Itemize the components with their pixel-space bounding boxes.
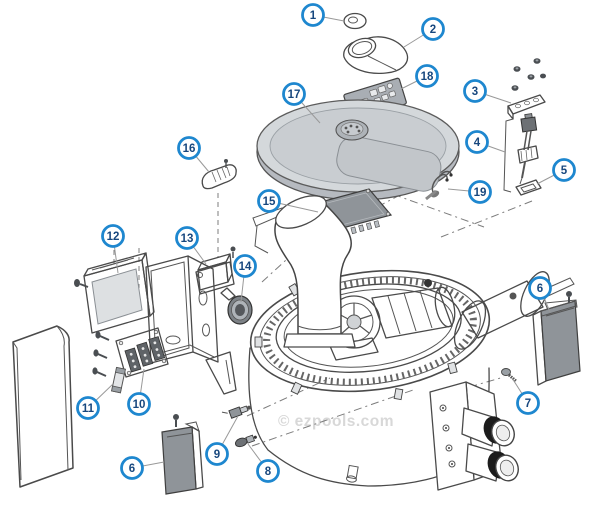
callout-11-fuse: 11	[76, 383, 114, 420]
handle-strap	[201, 159, 237, 190]
callout-4-igniter-assembly: 4	[465, 130, 506, 154]
callout-balloon	[552, 158, 576, 182]
callout-16-handle-strap: 16	[177, 136, 210, 173]
large-side-panel	[12, 325, 74, 488]
callout-19-wire-harness: 19	[447, 180, 492, 204]
heater-tank-body	[248, 269, 578, 491]
callout-number: 13	[181, 233, 194, 245]
callout-balloon	[120, 456, 144, 480]
top-lid	[256, 99, 460, 201]
sensor-upper	[221, 405, 252, 419]
callout-number: 3	[472, 86, 478, 98]
callout-number: 10	[133, 399, 146, 411]
callout-17-top-lid: 17	[282, 82, 321, 124]
callout-number: 6	[537, 283, 543, 295]
callout-12-control-panel: 12	[101, 224, 125, 274]
callout-balloon	[257, 189, 281, 213]
callout-number: 11	[82, 403, 95, 415]
igniter-gasket-plate	[515, 179, 542, 196]
callout-6-side-panel-left: 6	[120, 456, 165, 480]
callout-balloon	[516, 391, 540, 415]
callout-balloon	[528, 276, 552, 300]
callout-number: 2	[430, 24, 436, 36]
callout-number: 15	[263, 196, 276, 208]
callout-balloon	[465, 130, 489, 154]
callout-number: 6	[129, 463, 135, 475]
callout-number: 5	[561, 165, 568, 177]
callout-15-circuit-board: 15	[257, 189, 319, 213]
electrical-box	[145, 255, 237, 395]
callout-number: 12	[107, 231, 120, 243]
callout-number: 7	[525, 398, 531, 410]
terminal-board	[92, 327, 169, 378]
top-cap-disc	[343, 12, 367, 30]
callout-number: 17	[288, 89, 301, 101]
callout-balloon	[101, 224, 125, 248]
callout-7-drain-fitting: 7	[511, 377, 540, 415]
flue-elbow	[252, 195, 356, 348]
callout-6-side-panel-right: 6	[528, 276, 552, 313]
callout-number: 16	[183, 143, 196, 155]
side-panel-left	[161, 414, 204, 495]
transformer	[195, 246, 236, 295]
callout-balloon	[463, 79, 487, 103]
callout-balloon	[177, 136, 201, 160]
callout-balloon	[233, 254, 257, 278]
control-panel	[74, 252, 155, 334]
callout-number: 1	[310, 10, 317, 22]
callout-number: 19	[474, 187, 487, 199]
callout-18-keypad-display: 18	[400, 64, 439, 90]
mounting-bracket	[507, 58, 546, 120]
vent-funnel	[343, 36, 409, 75]
callout-number: 18	[421, 71, 434, 83]
side-panel-right	[532, 291, 581, 386]
callout-5-igniter-gasket-plate: 5	[536, 158, 576, 185]
callout-balloon	[415, 64, 439, 88]
igniter-assembly	[503, 113, 539, 193]
wire-harness	[425, 170, 453, 201]
callout-balloon	[301, 3, 325, 27]
callout-3-mounting-bracket: 3	[463, 79, 512, 104]
callout-number: 4	[474, 137, 481, 149]
watermark-text: © ezpools.com	[278, 413, 394, 430]
callout-balloon	[205, 442, 229, 466]
callout-balloon	[76, 396, 100, 420]
sensor-lower	[234, 434, 257, 448]
callout-number: 8	[265, 466, 272, 478]
callout-10-terminal-board: 10	[127, 368, 151, 416]
callout-number: 9	[214, 449, 220, 461]
callout-13-transformer: 13	[175, 226, 207, 265]
callout-balloon	[175, 226, 199, 250]
callout-balloon	[282, 82, 306, 106]
fuse	[110, 366, 126, 394]
callout-number: 14	[239, 261, 252, 273]
callout-9-sensor-upper: 9	[205, 415, 239, 466]
callout-balloon	[421, 17, 445, 41]
callout-14-grommet: 14	[233, 254, 257, 303]
callout-2-vent-funnel: 2	[403, 17, 445, 48]
callout-1-top-cap-disc: 1	[301, 3, 345, 27]
grommet	[220, 287, 253, 325]
callout-balloon	[256, 459, 280, 483]
callout-balloon	[127, 392, 151, 416]
drain-fitting	[501, 368, 517, 383]
callout-8-sensor-lower: 8	[247, 443, 280, 483]
callout-balloon	[468, 180, 492, 204]
